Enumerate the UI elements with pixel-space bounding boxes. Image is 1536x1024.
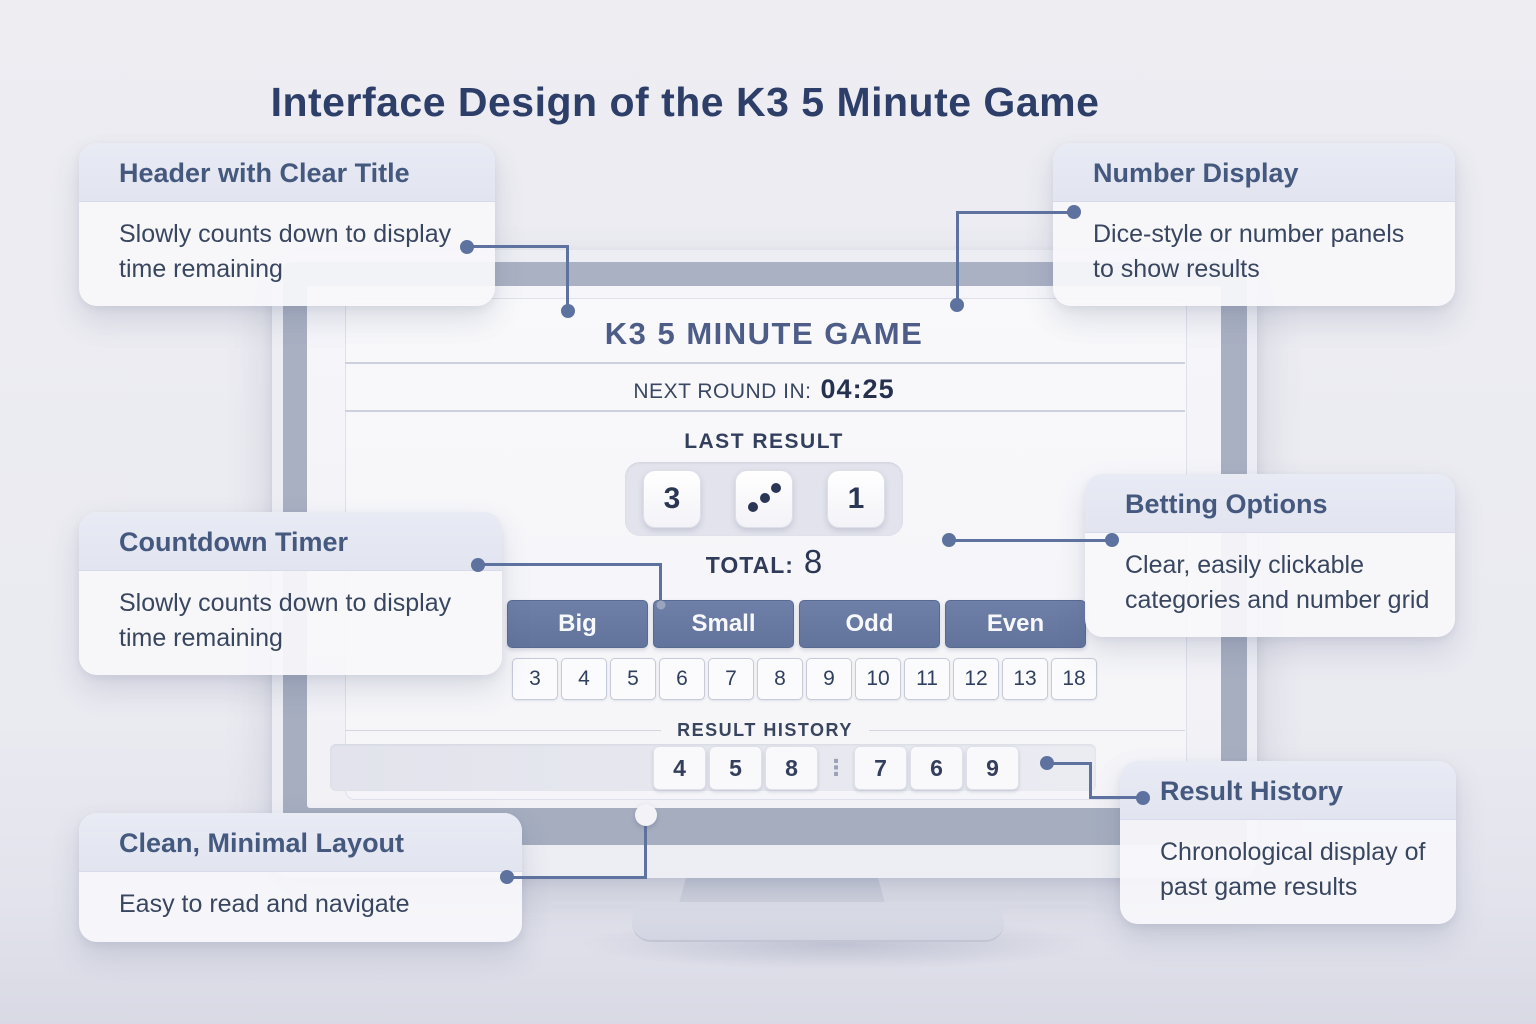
die-pips-3	[735, 470, 793, 528]
bet-button-small[interactable]: Small	[653, 600, 794, 648]
history-cell: 6	[910, 746, 963, 790]
history-cell: 5	[709, 746, 762, 790]
connector-line	[1047, 762, 1092, 765]
total-label: TOTAL:	[705, 552, 794, 578]
bet-button-odd[interactable]: Odd	[799, 600, 940, 648]
result-history-header: RESULT HISTORY	[345, 720, 1185, 741]
callout-title: Result History	[1120, 761, 1456, 820]
callout-betting-options: Betting Options Clear, easily clickable …	[1085, 474, 1455, 637]
callout-title: Countdown Timer	[79, 512, 502, 571]
die-pip	[771, 482, 782, 493]
connector-dot	[635, 804, 657, 826]
connector-line	[957, 211, 1075, 214]
number-cell[interactable]: 12	[953, 658, 999, 700]
callout-body: Clear, easily clickable categories and n…	[1125, 551, 1430, 614]
connector-dot	[471, 558, 485, 572]
divider	[345, 410, 1185, 412]
connector-dot	[500, 870, 514, 884]
history-ellipsis-separator: ⋮	[825, 755, 847, 780]
history-cell: 8	[765, 746, 818, 790]
last-result-label: LAST RESULT	[684, 430, 844, 453]
history-cell: 4	[653, 746, 706, 790]
connector-line	[659, 563, 662, 603]
callout-countdown-timer: Countdown Timer Slowly counts down to di…	[79, 512, 502, 675]
total-value: 8	[803, 543, 823, 580]
callout-body: Slowly counts down to display time remai…	[119, 589, 452, 652]
connector-dot	[561, 304, 575, 318]
callout-clean-layout: Clean, Minimal Layout Easy to read and n…	[79, 813, 522, 942]
number-cell[interactable]: 9	[806, 658, 852, 700]
number-cell[interactable]: 10	[855, 658, 901, 700]
connector-dot	[1040, 756, 1054, 770]
countdown-timer: NEXT ROUND IN: 04:25	[307, 374, 1221, 405]
game-title: K3 5 MINUTE GAME	[604, 316, 924, 351]
connector-dot	[942, 533, 956, 547]
number-grid: 3 4 5 6 7 8 9 10 11 12 13 18	[512, 658, 1097, 700]
die-pip	[759, 492, 770, 503]
connector-dot	[656, 600, 666, 610]
number-cell[interactable]: 4	[561, 658, 607, 700]
bet-button-row: Big Small Odd Even	[507, 600, 1086, 648]
connector-dot	[1105, 533, 1119, 547]
callout-title: Number Display	[1053, 143, 1455, 202]
connector-line	[644, 815, 647, 879]
callout-result-history: Result History Chronological display of …	[1120, 761, 1456, 924]
divider	[345, 730, 662, 731]
connector-line	[507, 876, 647, 879]
connector-dot	[1136, 791, 1150, 805]
divider	[345, 362, 1185, 364]
callout-body: Slowly counts down to display time remai…	[119, 220, 452, 283]
next-round-label: NEXT ROUND IN:	[633, 380, 812, 403]
number-cell[interactable]: 7	[708, 658, 754, 700]
die-pip	[747, 502, 758, 513]
number-cell[interactable]: 11	[904, 658, 950, 700]
number-cell[interactable]: 8	[757, 658, 803, 700]
callout-number-display: Number Display Dice-style or number pane…	[1053, 143, 1455, 306]
connector-line	[566, 245, 569, 311]
result-history-label: RESULT HISTORY	[677, 720, 853, 740]
number-cell[interactable]: 6	[659, 658, 705, 700]
history-cell: 9	[966, 746, 1019, 790]
connector-dot	[460, 240, 474, 254]
monitor-stand-base	[632, 902, 1004, 942]
callout-body: Chronological display of past game resul…	[1160, 838, 1426, 901]
bet-button-big[interactable]: Big	[507, 600, 648, 648]
connector-dot	[1067, 205, 1081, 219]
callout-title: Betting Options	[1085, 474, 1455, 533]
die-number-1: 1	[827, 470, 885, 528]
callout-body: Dice-style or number panels to show resu…	[1093, 220, 1405, 283]
number-cell[interactable]: 5	[610, 658, 656, 700]
die-number-3: 3	[643, 470, 701, 528]
connector-line	[1089, 762, 1092, 799]
total-display: TOTAL: 8	[307, 543, 1221, 581]
history-cell: 7	[854, 746, 907, 790]
divider	[868, 730, 1185, 731]
connector-line	[956, 211, 959, 305]
callout-body: Easy to read and navigate	[119, 890, 410, 918]
number-cell[interactable]: 13	[1002, 658, 1048, 700]
connector-dot	[950, 298, 964, 312]
connector-line	[478, 563, 662, 566]
connector-line	[467, 245, 568, 248]
dice-tray: 3 1	[625, 462, 903, 536]
bet-button-even[interactable]: Even	[945, 600, 1086, 648]
callout-title: Header with Clear Title	[79, 143, 495, 202]
number-cell[interactable]: 3	[512, 658, 558, 700]
callout-header-title: Header with Clear Title Slowly counts do…	[79, 143, 495, 306]
result-history-row: 4 5 8 ⋮ 7 6 9	[653, 746, 1019, 790]
number-cell[interactable]: 18	[1051, 658, 1097, 700]
next-round-time: 04:25	[820, 374, 895, 404]
callout-title: Clean, Minimal Layout	[79, 813, 522, 872]
connector-line	[949, 539, 1113, 542]
page-title: Interface Design of the K3 5 Minute Game	[270, 79, 1100, 126]
connector-line	[1089, 796, 1143, 799]
